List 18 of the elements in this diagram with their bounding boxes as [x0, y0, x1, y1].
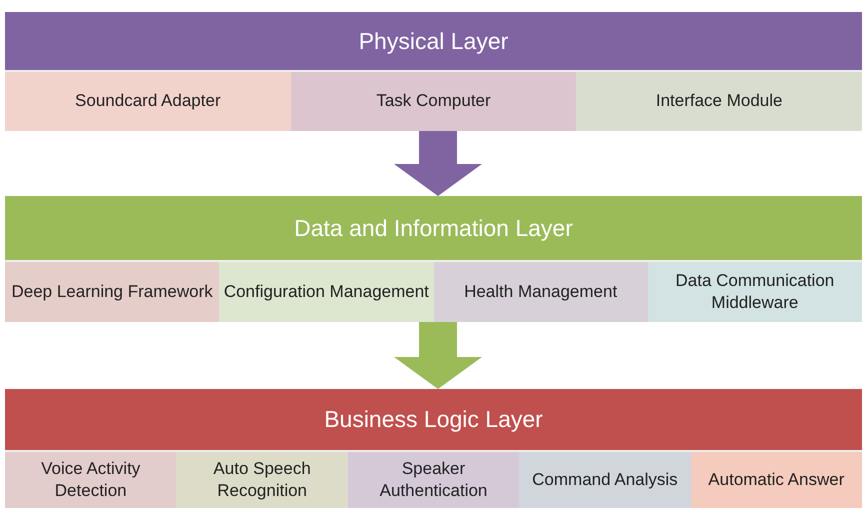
component-box: Voice Activity Detection — [5, 452, 176, 508]
component-box: Speaker Authentication — [348, 452, 520, 508]
component-box: Automatic Answer — [690, 452, 862, 508]
layer-title: Data and Information Layer — [294, 214, 573, 242]
component-box: Data Communication Middleware — [648, 262, 862, 322]
layer-panel — [5, 389, 862, 508]
component-box: Auto Speech Recognition — [176, 452, 348, 508]
component-box: Interface Module — [576, 72, 862, 131]
component-box: Command Analysis — [519, 452, 691, 508]
layer-title: Physical Layer — [358, 28, 508, 54]
component-box: Configuration Management — [219, 262, 434, 322]
layer-panel — [5, 196, 862, 322]
component-box: Soundcard Adapter — [5, 72, 291, 131]
component-box: Task Computer — [290, 72, 576, 131]
layer-panel — [5, 12, 862, 131]
layer-title: Business Logic Layer — [324, 406, 543, 433]
component-box: Health Management — [434, 262, 648, 322]
component-box: Deep Learning Framework — [5, 262, 220, 322]
